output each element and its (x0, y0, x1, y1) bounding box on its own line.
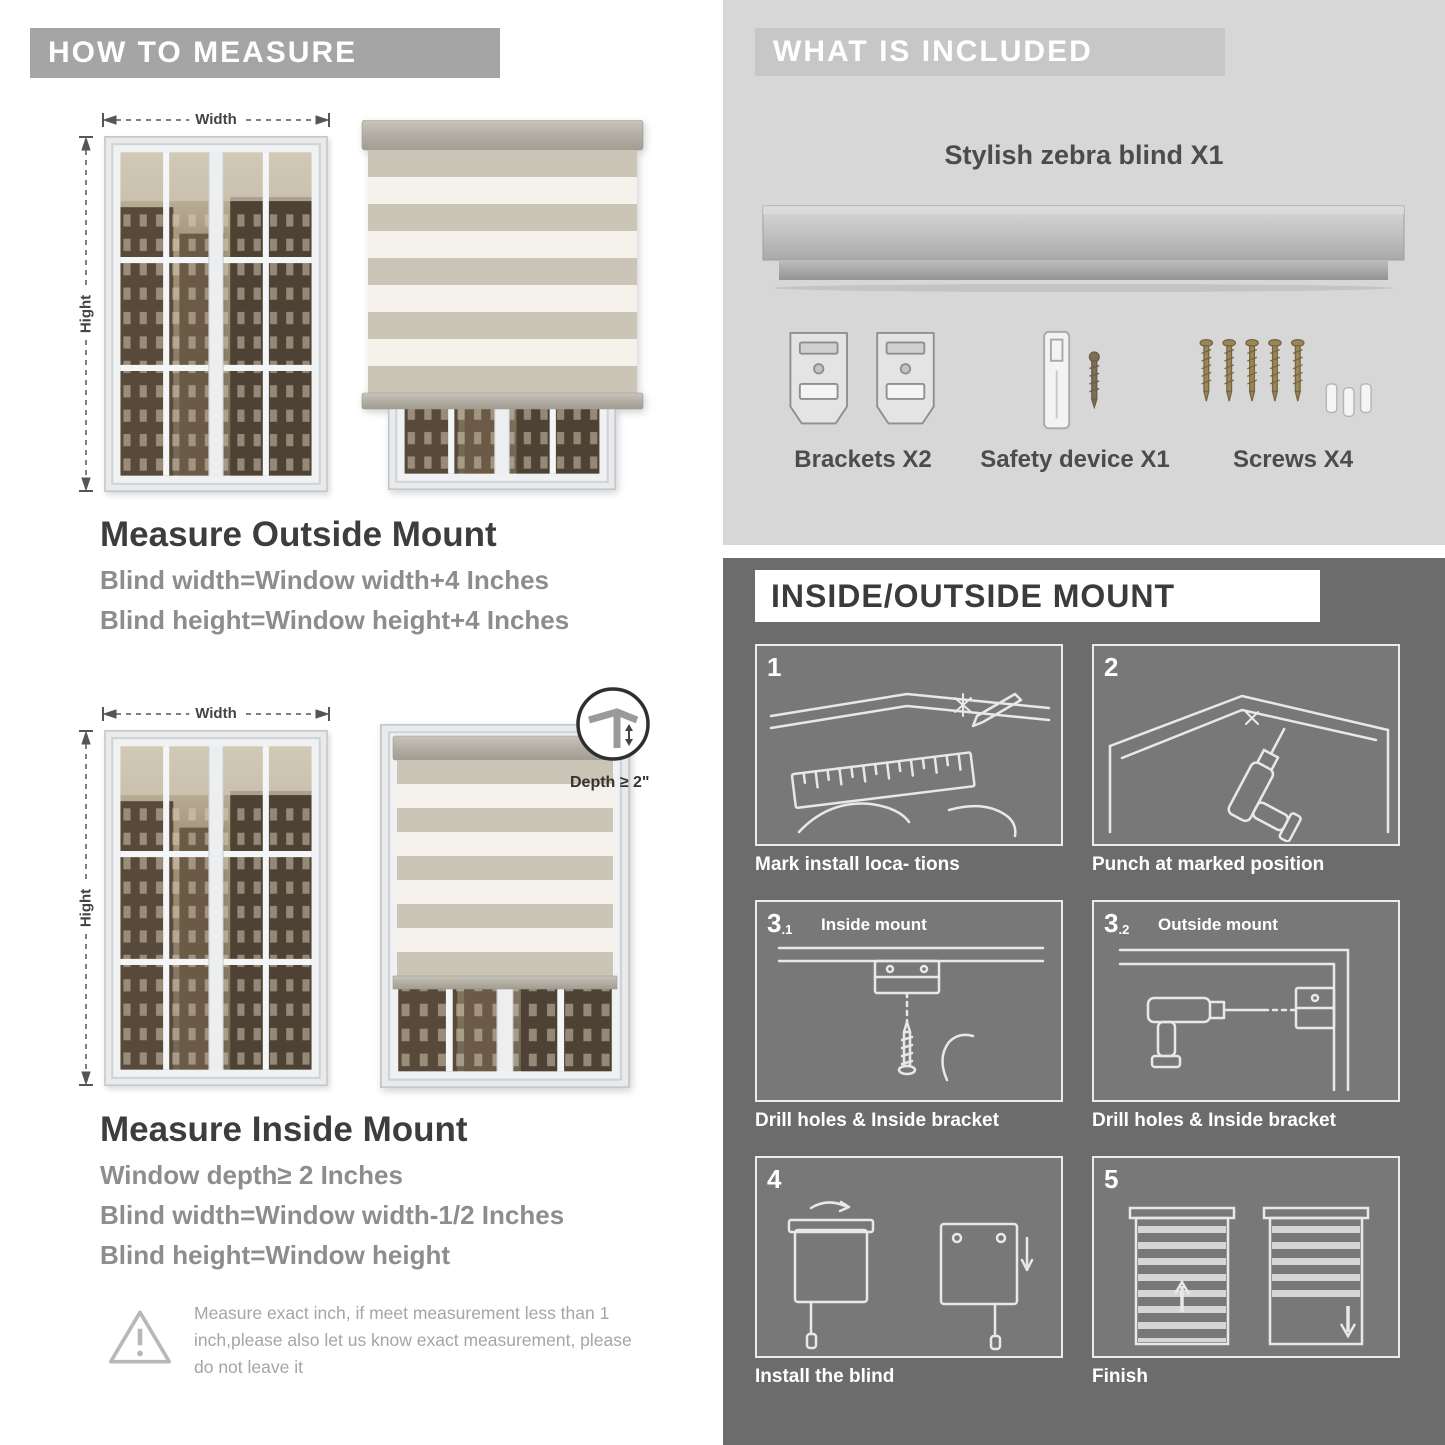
step-3-2-panel: 3.2 Outside mount (1092, 900, 1400, 1102)
what-is-included-section: WHAT IS INCLUDED Stylish zebra blind X1 (723, 0, 1445, 545)
step-1: 1 (755, 644, 1063, 876)
outside-formula-height: Blind height=Window height+4 Inches (100, 605, 570, 635)
step-number: 1 (767, 652, 782, 682)
height-label: Hight (77, 882, 95, 934)
how-to-measure-header: HOW TO MEASURE (30, 28, 500, 78)
step-number: 4 (767, 1164, 782, 1194)
safety-device-icon (1043, 330, 1100, 430)
inside-formula-width: Blind width=Window width-1/2 Inches (100, 1200, 565, 1230)
step-2-panel: 2 (1092, 644, 1400, 846)
zebra-blind-inside-illustration (380, 724, 630, 1088)
included-item-safety-device: Safety device X1 (975, 328, 1175, 474)
mount-steps-grid: 1 (755, 644, 1400, 1388)
height-label: Hight (77, 288, 95, 340)
depth-note: Depth ≥ 2" (570, 774, 650, 791)
inside-mount-diagram: Hight Width (77, 687, 658, 1110)
exclamation-triangle-icon (108, 1310, 172, 1364)
step-3-1-caption: Drill holes & Inside bracket (755, 1110, 999, 1131)
zebra-blind-outside-illustration (361, 120, 644, 495)
step-4-caption: Install the blind (755, 1366, 895, 1387)
step-3-2: 3.2 Outside mount (1092, 900, 1400, 1132)
step-number: 5 (1104, 1164, 1119, 1194)
step-3-1: 3.1 Inside mount (755, 900, 1063, 1132)
what-is-included-header: WHAT IS INCLUDED (755, 28, 1225, 76)
height-dimension: Hight (77, 136, 95, 492)
mark-location-art (769, 692, 1051, 838)
zebra-blind-overlay (361, 120, 644, 410)
install-blind-art (787, 1200, 1034, 1351)
zebra-blind-product-illustration (762, 205, 1405, 292)
product-title: Stylish zebra blind X1 (944, 140, 1224, 170)
step-number: 3.2 (1104, 908, 1130, 938)
safety-device-label: Safety device X1 (980, 446, 1170, 473)
window-illustration (102, 136, 330, 492)
screws-label: Screws X4 (1232, 446, 1354, 473)
step-number: 3.1 (767, 908, 793, 938)
mount-instructions-section: INSIDE/OUTSIDE MOUNT 1 (723, 558, 1445, 1445)
outside-bracket-art (1118, 948, 1350, 1092)
inside-formula-depth: Window depth≥ 2 Inches (100, 1160, 403, 1190)
brackets-label: Brackets X2 (794, 446, 932, 473)
step-5-caption: Finish (1092, 1366, 1148, 1387)
measure-warning: Measure exact inch, if meet measurement … (108, 1300, 648, 1381)
step-4: 4 (755, 1156, 1063, 1388)
width-label: Width (189, 705, 243, 723)
inside-mount-title: Measure Inside Mount (100, 1110, 468, 1149)
step-3-1-label: Inside mount (821, 915, 927, 934)
step-1-panel: 1 (755, 644, 1063, 846)
mount-header: INSIDE/OUTSIDE MOUNT (755, 570, 1320, 622)
width-label: Width (189, 111, 243, 129)
step-5-panel: 5 (1092, 1156, 1400, 1358)
warning-text: Measure exact inch, if meet measurement … (194, 1303, 632, 1378)
step-2: 2 (1092, 644, 1400, 876)
step-number: 2 (1104, 652, 1119, 682)
included-item-brackets: Brackets X2 (763, 328, 963, 474)
height-dimension: Hight (77, 730, 95, 1086)
step-1-caption: Mark install loca- tions (755, 854, 960, 875)
step-3-1-panel: 3.1 Inside mount (755, 900, 1063, 1102)
outside-mount-diagram: Hight Width (77, 100, 648, 500)
finish-art (1128, 1206, 1370, 1346)
outside-formula-width: Blind width=Window width+4 Inches (100, 565, 549, 595)
included-item-screws: Screws X4 (1188, 328, 1398, 474)
outside-mount-title: Measure Outside Mount (100, 515, 497, 554)
step-3-2-label: Outside mount (1158, 915, 1278, 934)
step-4-panel: 4 (755, 1156, 1063, 1358)
step-3-2-caption: Drill holes & Inside bracket (1092, 1110, 1336, 1131)
screws-icon (1199, 339, 1372, 417)
punch-position-art (1108, 694, 1390, 842)
inside-formula-height: Blind height=Window height (100, 1240, 450, 1270)
brackets-icon (788, 332, 935, 425)
step-5: 5 (1092, 1156, 1400, 1388)
width-dimension: Width (102, 705, 330, 723)
window-illustration (102, 730, 330, 1086)
depth-magnifier-icon (576, 687, 650, 761)
step-2-caption: Punch at marked position (1092, 854, 1325, 875)
width-dimension: Width (102, 111, 330, 129)
zebra-blind-overlay (392, 735, 618, 990)
inside-bracket-art (777, 946, 1045, 1082)
